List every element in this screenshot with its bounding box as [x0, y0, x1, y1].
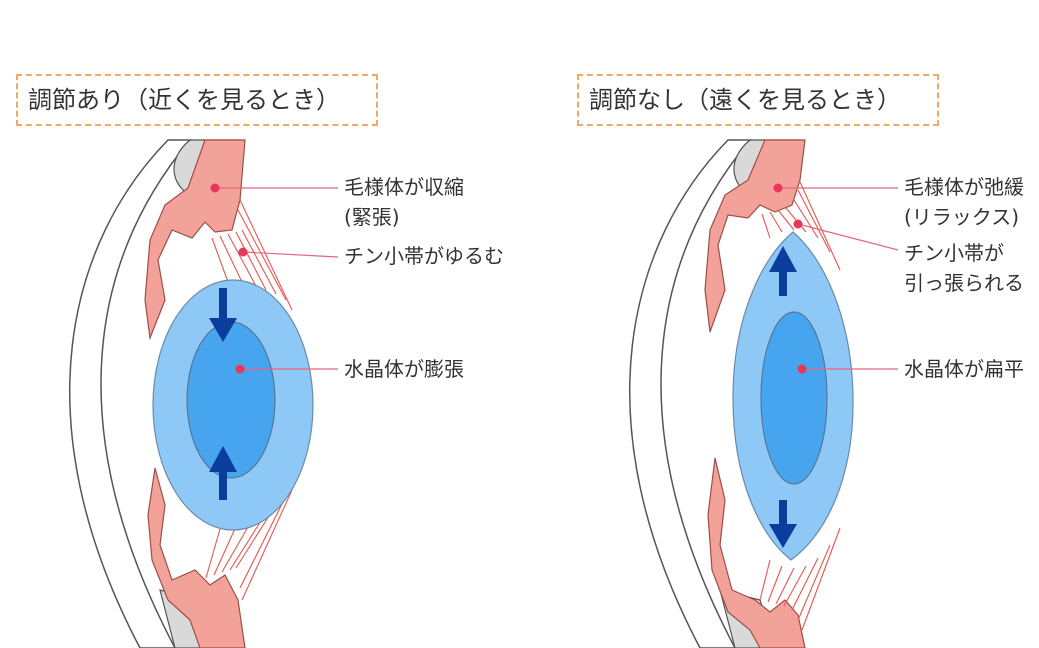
callout-lens-expand: 水晶体が膨張 [344, 354, 464, 384]
accommodating-eye [70, 140, 338, 648]
callout-line: 引っ張られる [904, 268, 1024, 298]
callout-line: 毛様体が弛緩 [904, 172, 1024, 202]
panel-title-no-accommodation: 調節なし（遠くを見るとき） [577, 74, 939, 126]
callout-line: (緊張) [344, 202, 464, 232]
callout-line: 水晶体が扁平 [904, 354, 1024, 384]
callout-ciliary-contract: 毛様体が収縮 (緊張) [344, 172, 464, 232]
callout-lens-flatten: 水晶体が扁平 [904, 354, 1024, 384]
callout-line: 毛様体が収縮 [344, 172, 464, 202]
callout-ciliary-relax: 毛様体が弛緩 (リラックス) [904, 172, 1024, 232]
relaxed-eye [630, 140, 898, 648]
callout-zonule-tension: チン小帯が 引っ張られる [904, 238, 1024, 298]
panel-title-accommodation: 調節あり（近くを見るとき） [16, 74, 378, 126]
callout-line: チン小帯がゆるむ [344, 241, 504, 271]
callout-zonule-loosen: チン小帯がゆるむ [344, 241, 504, 271]
callout-line: チン小帯が [904, 238, 1024, 268]
callout-line: 水晶体が膨張 [344, 354, 464, 384]
lens-nucleus [761, 312, 827, 484]
lens-nucleus [187, 322, 275, 478]
callout-line: (リラックス) [904, 202, 1024, 232]
